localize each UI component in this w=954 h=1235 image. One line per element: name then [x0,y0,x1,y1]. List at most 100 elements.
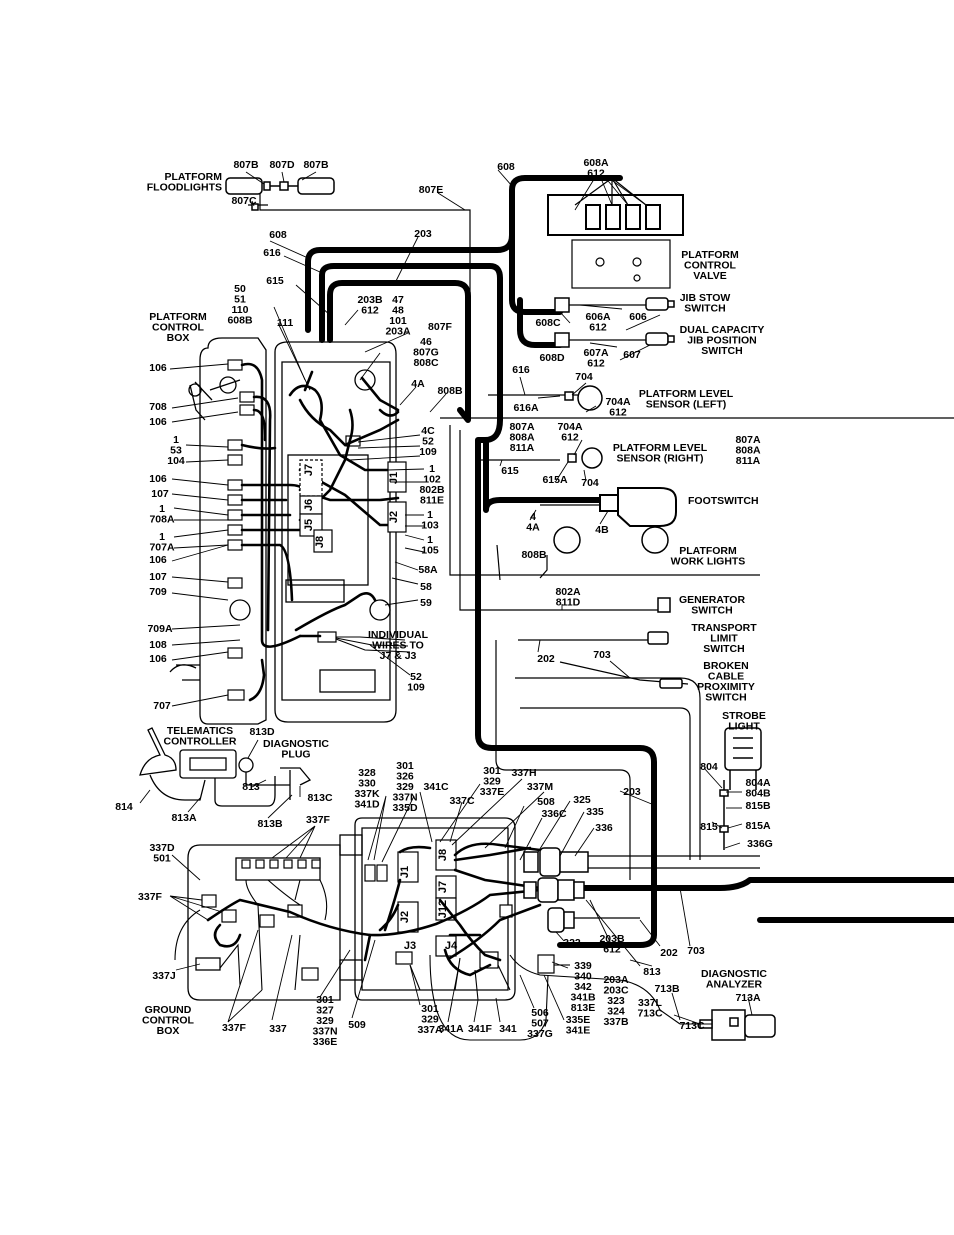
wire-label: 336C [541,808,567,820]
wire-label: 59 [420,597,432,609]
wire-label: 106 [149,473,167,485]
label-line: 703 [687,945,705,957]
label-line: 301 [396,760,414,772]
label-line: 337D [149,842,175,854]
label-line: 1 [427,534,433,546]
wire-label: 608 [497,161,515,173]
label-line: 608 [497,161,515,173]
leader-lines [139,169,753,1025]
label-line: 324 [607,1006,625,1018]
label-line: 4A [526,522,540,534]
label-line: 337F [306,814,331,826]
platform-control-box-outline [169,337,397,725]
label-line: 608D [539,352,565,364]
label-line: 709 [149,586,167,598]
label-line: 704 [581,477,599,489]
wire-label: 337 [269,1023,287,1035]
label-line: 202 [660,947,678,959]
label-line: LIGHT [728,721,760,733]
label-line: CABLE [708,671,744,683]
connector-tag: J12 [437,900,449,918]
wire-label: 322 [563,937,581,949]
wire-label: 106 [149,653,167,665]
label-line: 52 [422,436,434,448]
broken-cable-switch-symbol [659,678,683,689]
label-line: 203A [385,326,411,338]
wire-label: 808B [521,549,547,561]
wire-label: 202 [537,653,555,665]
label-line: 612 [587,168,605,180]
label-line: 341A [438,1023,464,1035]
wire-label: 606 [629,311,647,323]
label-line: 58A [418,564,438,576]
label-line: 111 [277,317,294,329]
label-line: 106 [149,554,167,566]
label-line: 329 [396,781,414,793]
label-line: GENERATOR [679,594,746,606]
dual-capacity-switch-symbol [554,332,675,348]
wire-label: 814 [115,801,133,813]
label-line: 337K [354,788,380,800]
label-line: 713B [654,983,680,995]
label-line: 814 [115,801,133,813]
label-line: 802B [419,484,445,496]
wire-label: 4A [411,378,425,390]
label-line: 606 [629,311,647,323]
label-line: 616 [512,364,530,376]
label-line: ANALYZER [706,979,763,991]
label-line: 811D [556,597,581,609]
label-line: 101 [389,315,407,327]
wire-label: 325 [573,794,591,806]
label-line: 108 [149,639,167,651]
label-line: BROKEN [703,660,749,672]
label-line: 329 [316,1015,334,1027]
label-line: PLATFORM [681,249,739,261]
label-line: CONTROL [142,1015,194,1027]
connector-tag: J2 [388,511,400,523]
label-line: PLATFORM LEVEL [639,388,734,400]
wire-label: 615 [501,465,519,477]
label-line: TELEMATICS [167,725,233,737]
label-line: PLATFORM [149,311,207,323]
label-line: 708 [149,401,167,413]
label-line: 337E [480,786,505,798]
label-line: 106 [149,416,167,428]
label-line: PLATFORM LEVEL [613,442,708,454]
label-line: 323 [607,995,625,1007]
label-line: 109 [419,446,437,458]
label-line: 1 [429,463,435,475]
label-line: 713C [637,1008,663,1020]
label-line: 612 [589,322,607,334]
label-line: 608B [227,315,253,327]
label-line: CONTROLLER [164,736,237,748]
label-line: 713C [679,1020,705,1032]
label-line: PLUG [281,749,310,761]
label-line: 813E [571,1002,596,1014]
wire-label: 813A [171,812,197,824]
label-line: 58 [420,581,432,593]
label-line: 337H [511,767,536,779]
jib-stow-switch-symbol [554,297,675,313]
label-line: 807A [509,421,535,433]
wire-label: 4B [595,524,609,536]
label-line: SWITCH [703,643,744,655]
label-line: 336 [595,822,613,834]
